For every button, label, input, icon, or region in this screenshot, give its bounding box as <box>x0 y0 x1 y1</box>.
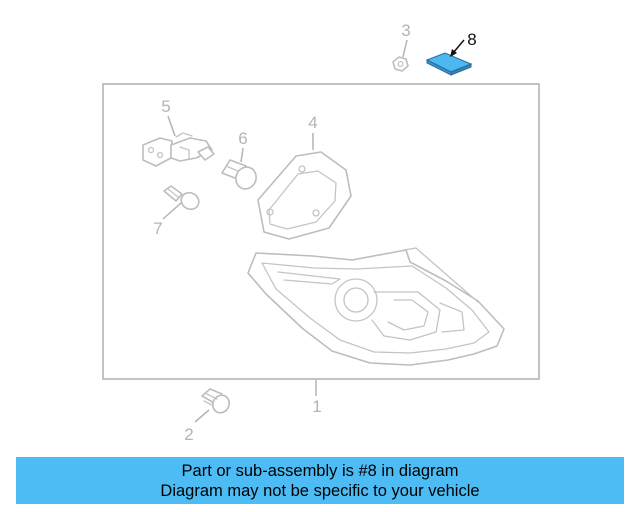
part-8-label[interactable] <box>425 52 473 76</box>
callout-7: 7 <box>153 219 162 238</box>
part-5-socket-harness[interactable] <box>142 132 215 167</box>
callout-4: 4 <box>308 113 317 132</box>
callout-1: 1 <box>312 397 321 416</box>
banner-line-1: Part or sub-assembly is #8 in diagram <box>181 461 459 480</box>
leader-6 <box>240 147 244 163</box>
part-3-nut[interactable] <box>392 56 409 72</box>
assembly-frame <box>102 83 540 380</box>
callout-8: 8 <box>467 30 476 49</box>
leader-3 <box>402 39 408 58</box>
leader-7 <box>162 202 182 220</box>
banner-line-2: Diagram may not be specific to your vehi… <box>160 481 480 500</box>
callout-2: 2 <box>184 425 193 444</box>
leader-2 <box>194 409 210 423</box>
leader-8 <box>452 39 465 54</box>
part-6-bulb[interactable] <box>221 159 259 192</box>
leader-5 <box>167 115 176 137</box>
info-banner-background <box>16 457 624 504</box>
part-7-small-bulb[interactable] <box>163 185 202 212</box>
callout-5: 5 <box>161 97 170 116</box>
callout-6: 6 <box>238 129 247 148</box>
callout-3: 3 <box>401 21 410 40</box>
part-2-bulb-socket[interactable] <box>201 388 232 416</box>
leader-8-arrowhead <box>450 49 457 57</box>
part-4-gasket[interactable] <box>257 151 352 240</box>
info-banner: Part or sub-assembly is #8 in diagram Di… <box>16 457 624 504</box>
part-1-tail-lamp[interactable] <box>247 247 505 366</box>
